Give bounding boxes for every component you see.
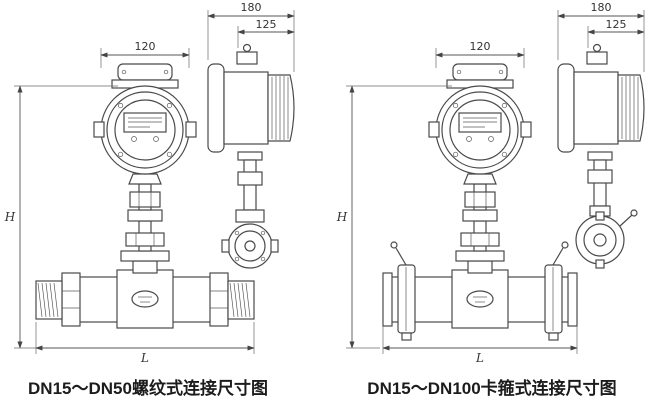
union-nut (460, 232, 500, 247)
meter-body-center (451, 269, 509, 329)
gauge-dial (114, 99, 176, 161)
hex-nut-stem (464, 191, 496, 208)
gauge-dial (449, 99, 511, 161)
cable-entry-right (520, 121, 532, 138)
clamp-left (397, 264, 416, 334)
ferrule-right (567, 272, 578, 327)
cap-ribs (621, 76, 639, 140)
right-figure: 120 H L 180 125 DN15～DN100卡箍式连接尺寸图 (336, 1, 645, 398)
thread-hatch-left (37, 282, 59, 318)
dim-label-120-right: 120 (470, 40, 491, 53)
right-side-view (557, 43, 645, 269)
left-front-pipe-threaded (35, 269, 255, 329)
clamp-right (544, 264, 563, 334)
right-dimensions: 120 H L 180 125 (336, 1, 645, 365)
hex-nut-stem (129, 191, 161, 208)
left-figure: 120 H L 180 125 DN15～DN50螺纹式连接尺寸图 (4, 1, 295, 398)
cap-ribs (271, 76, 289, 140)
left-caption: DN15～DN50螺纹式连接尺寸图 (28, 378, 268, 398)
side-ribbed-cap (617, 74, 645, 142)
side-bezel (207, 63, 225, 153)
left-side-view (207, 43, 295, 269)
dim-label-125-left: 125 (256, 18, 277, 31)
left-front-head (93, 63, 197, 274)
top-screw (592, 43, 602, 53)
dim-label-120-left: 120 (135, 40, 156, 53)
dim-label-L-right: L (475, 351, 484, 365)
mount-flange (455, 250, 505, 262)
side-housing (223, 71, 269, 145)
mount-flange (120, 250, 170, 262)
dim-label-H-right: H (336, 210, 348, 224)
hex-nut-left (61, 272, 81, 327)
brand-oval (466, 290, 494, 308)
brand-oval (131, 290, 159, 308)
meter-body-center (116, 269, 174, 329)
clamp-wing-nut (630, 209, 638, 217)
top-screw (242, 43, 252, 53)
thread-hatch-right (229, 282, 251, 318)
button-right (488, 136, 494, 142)
cable-entry-right (185, 121, 197, 138)
left-dimensions: 120 H L 180 125 (4, 1, 295, 365)
lcd-display (458, 112, 502, 133)
side-bezel (557, 63, 575, 153)
dim-label-125-right: 125 (606, 18, 627, 31)
dim-label-L-left: L (140, 351, 149, 365)
dim-label-H-left: H (4, 210, 16, 224)
hex-nut-right (209, 272, 229, 327)
right-front-head (428, 63, 532, 274)
button-left (466, 136, 472, 142)
ferrule-left (382, 272, 393, 327)
cable-entry-left (428, 121, 440, 138)
side-housing (573, 71, 619, 145)
dim-label-180-left: 180 (241, 1, 262, 14)
top-boss (236, 51, 258, 65)
right-caption: DN15～DN100卡箍式连接尺寸图 (367, 378, 616, 398)
button-left (131, 136, 137, 142)
union-nut (125, 232, 165, 247)
dim-label-180-right: 180 (591, 1, 612, 14)
top-boss (586, 51, 608, 65)
button-right (153, 136, 159, 142)
clamp-handle-right (561, 241, 569, 249)
side-ribbed-cap (267, 74, 295, 142)
lcd-display (123, 112, 167, 133)
clamp-handle-left (390, 241, 398, 249)
clamp-end-view (575, 215, 625, 265)
cable-entry-left (93, 121, 105, 138)
